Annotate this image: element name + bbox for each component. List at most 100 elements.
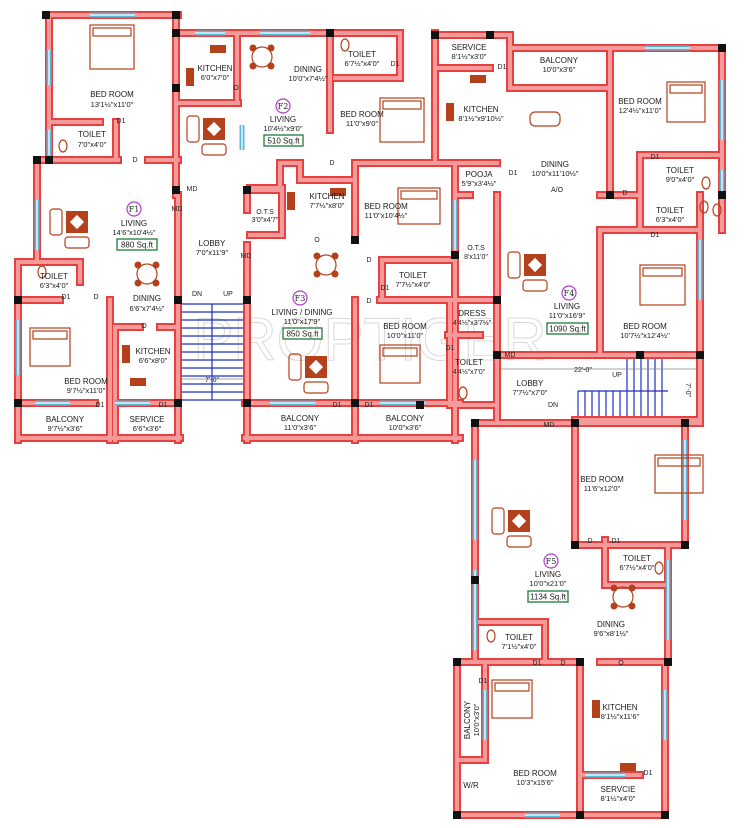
staircases xyxy=(181,303,700,420)
column xyxy=(661,811,669,819)
door-label: D xyxy=(366,298,371,305)
stove-icon xyxy=(620,763,636,771)
door-label: D1 xyxy=(365,402,374,409)
room-name: BED ROOM xyxy=(90,90,134,99)
area-box xyxy=(263,134,304,147)
stove-icon xyxy=(470,75,486,83)
column xyxy=(471,419,479,427)
room-dims: 6'3"x4'0" xyxy=(40,281,69,290)
column xyxy=(243,186,251,194)
sink-icon xyxy=(592,700,600,718)
room-name: BALCONY xyxy=(46,415,85,424)
flat-area: 880 Sq.ft xyxy=(121,241,154,250)
room-dims: 11'6"x12'0" xyxy=(584,484,621,493)
room-dims: 8'1½"x9'10½" xyxy=(458,114,504,123)
room-dims: 11'0"x9'0" xyxy=(346,119,379,128)
room-name: BED ROOM xyxy=(340,110,384,119)
room-dims: 10'0"x21'0" xyxy=(530,579,567,588)
room-name: KITCHEN xyxy=(135,347,170,356)
flat-f1: BED ROOM 13'1½"x11'0" TOILET 7'0"x4'0" F… xyxy=(40,90,171,433)
column xyxy=(451,251,459,259)
column xyxy=(718,44,726,52)
door-label: D1 xyxy=(446,345,455,352)
chair-icon xyxy=(628,584,636,592)
room-dims: 4'4½"x3'7½" xyxy=(453,319,492,327)
room-dims: 6'6"x7'4½" xyxy=(130,304,165,313)
bed-icon xyxy=(29,327,71,367)
room-dims: 11'0"x10'4½" xyxy=(365,211,408,220)
pillow-icon xyxy=(400,190,438,200)
flat-f2: KITCHEN 6'0"x7'0" DINING 10'0"x7'4½" F2 … xyxy=(197,50,384,147)
door-label: MD xyxy=(505,352,516,359)
sofa-icon xyxy=(506,535,532,548)
pillow-icon xyxy=(32,330,68,340)
door-label: D1 xyxy=(159,402,168,409)
room-name: TOILET xyxy=(399,271,427,280)
room-dims: 7'7½"x7'0" xyxy=(513,388,548,397)
dining-table-icon xyxy=(251,46,273,68)
area-box xyxy=(282,327,323,340)
watermark: PROPTIGER xyxy=(193,306,546,373)
room-dims: 4'4½"x7'0" xyxy=(453,368,486,376)
sofa-icon xyxy=(507,251,521,279)
chair-icon xyxy=(267,62,275,70)
dining-table-icon xyxy=(136,263,158,285)
room-dims: 7'0"x4'0" xyxy=(78,140,107,149)
stove-icon xyxy=(330,188,346,196)
column xyxy=(33,156,41,164)
door-label: O xyxy=(618,660,624,667)
area-box xyxy=(116,238,158,251)
stair-up-label: UP xyxy=(223,291,233,298)
toilet-icon xyxy=(712,203,722,217)
room-name: TOILET xyxy=(78,130,106,139)
column xyxy=(486,31,494,39)
dining-table-icon xyxy=(315,254,337,276)
chair-icon xyxy=(331,270,339,278)
room-name: SERVCIE xyxy=(601,785,636,794)
column xyxy=(172,29,180,37)
stove-icon xyxy=(210,45,226,53)
room-name: BED ROOM xyxy=(580,475,624,484)
door-label: D xyxy=(587,538,592,545)
column xyxy=(664,658,672,666)
room-name: DINING xyxy=(294,65,322,74)
column xyxy=(174,399,182,407)
flat-badge: F3 xyxy=(295,294,306,303)
bed-icon xyxy=(654,454,704,494)
room-name: SERVICE xyxy=(130,415,165,424)
sofa-icon xyxy=(186,115,200,143)
sofa-icon xyxy=(288,353,302,381)
room-name: BED ROOM xyxy=(364,202,408,211)
column xyxy=(45,156,53,164)
toilet-icon xyxy=(654,561,664,575)
sink-icon xyxy=(287,192,295,210)
column xyxy=(172,186,180,194)
door-label: D1 xyxy=(333,402,342,409)
toilet-icon xyxy=(458,386,468,400)
room-dims: 7'0"x11'9" xyxy=(196,248,229,257)
door-label: D1 xyxy=(509,170,518,177)
flat-badge-circle xyxy=(275,98,291,114)
flat-f3: KITCHEN 7'7½"x8'0" O.T.S 3'0"x4'7" F3 LI… xyxy=(252,192,431,432)
column xyxy=(431,31,439,39)
room-name: KITCHEN xyxy=(463,105,498,114)
flat-badge-circle xyxy=(543,553,559,569)
column xyxy=(42,11,50,19)
flat-badge: F5 xyxy=(546,557,557,566)
toilet-icon xyxy=(699,200,709,214)
room-dims: 10'3"x15'6" xyxy=(517,778,554,787)
stair-width-dim: 7'-0" xyxy=(684,383,691,397)
column xyxy=(416,401,424,409)
pillow-icon xyxy=(382,100,422,110)
bed-icon xyxy=(397,187,441,225)
door-label: D xyxy=(93,294,98,301)
room-dims: 11'0"x17'9" xyxy=(284,317,321,326)
room-name: TOILET xyxy=(455,358,483,367)
room-name: DINING xyxy=(541,160,569,169)
room-name: KITCHEN xyxy=(309,192,344,201)
pillow-icon xyxy=(92,27,132,37)
column xyxy=(493,296,501,304)
bed-icon xyxy=(89,24,135,70)
room-dims: 5'9"x3'4½" xyxy=(462,179,497,188)
